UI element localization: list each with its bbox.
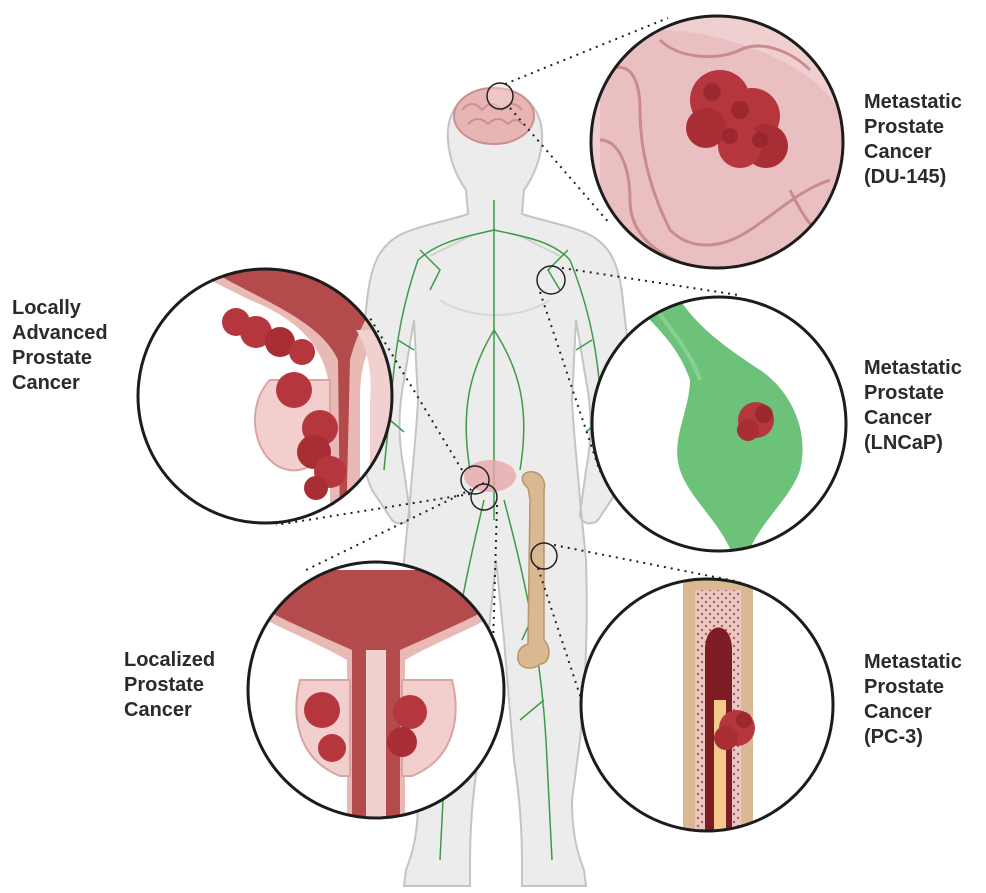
label-line: Prostate: [864, 115, 962, 140]
bone-metastasis-panel: [581, 570, 833, 840]
label-line: Cancer: [124, 698, 215, 723]
label-line: Advanced: [12, 321, 108, 346]
brain-metastasis-panel: [591, 16, 850, 270]
label-line: Cancer: [864, 406, 962, 431]
label-line: Prostate: [12, 346, 108, 371]
label-bone-metastasis: Metastatic Prostate Cancer (PC-3): [864, 650, 962, 750]
label-line: (PC-3): [864, 725, 962, 750]
locally-advanced-panel: [138, 269, 400, 530]
label-line: (LNCaP): [864, 431, 962, 456]
label-line: Locally: [12, 296, 108, 321]
brain-focus-circle: [487, 83, 513, 109]
label-brain-metastasis: Metastatic Prostate Cancer (DU-145): [864, 90, 962, 190]
pelvis-highlight: [464, 460, 516, 492]
label-line: Metastatic: [864, 90, 962, 115]
label-localized: Localized Prostate Cancer: [124, 648, 215, 723]
label-line: Metastatic: [864, 650, 962, 675]
label-line: (DU-145): [864, 165, 962, 190]
label-line: Prostate: [864, 381, 962, 406]
label-line: Localized: [124, 648, 215, 673]
label-line: Cancer: [864, 700, 962, 725]
label-line: Prostate: [864, 675, 962, 700]
label-lymph-metastasis: Metastatic Prostate Cancer (LNCaP): [864, 356, 962, 456]
label-locally-advanced: Locally Advanced Prostate Cancer: [12, 296, 108, 396]
label-line: Cancer: [864, 140, 962, 165]
label-line: Prostate: [124, 673, 215, 698]
lymph-node-panel: [592, 297, 846, 560]
label-line: Cancer: [12, 371, 108, 396]
label-line: Metastatic: [864, 356, 962, 381]
